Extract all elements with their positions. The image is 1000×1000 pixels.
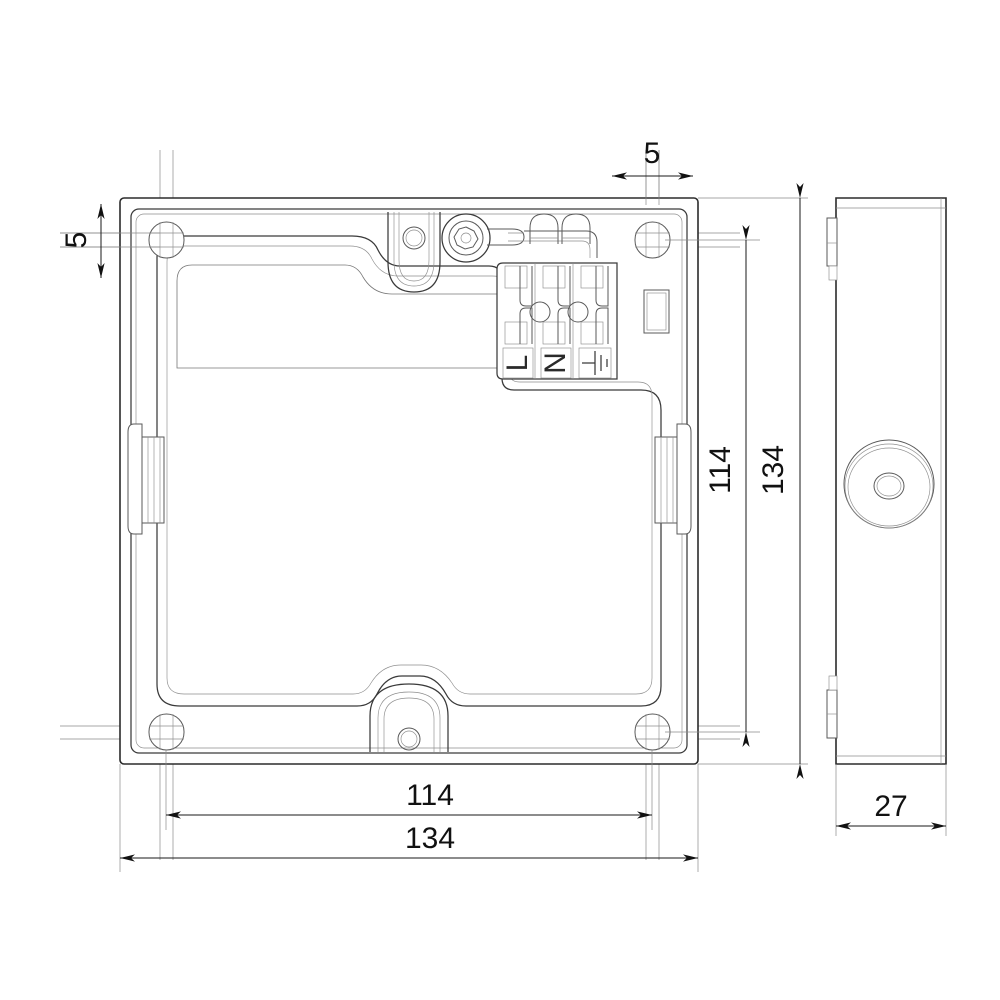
test-point-2 [567, 301, 589, 323]
dimension-label-right-114: 114 [704, 446, 737, 494]
latch-left-body [141, 436, 165, 524]
dimension-label-side-27: 27 [874, 790, 907, 823]
knockout-inner-2 [398, 212, 430, 282]
bottom-boss-inner [377, 691, 441, 752]
dimension-label-bottom-134: 134 [405, 822, 455, 855]
dimension-right-134: 134 [698, 183, 808, 779]
side-latch-right [654, 423, 692, 535]
screw-boss-mid [448, 220, 484, 256]
latch-left-outer [127, 423, 143, 535]
earth-strap-detail [508, 232, 524, 242]
spring-l3 [595, 307, 609, 344]
side-knockout [843, 439, 935, 529]
dimension-bottom-114: 114 [165, 750, 653, 830]
label-plate-l [502, 347, 534, 379]
clamp-l1 [504, 321, 528, 345]
clamp-u3 [580, 265, 604, 289]
slot-inner [646, 292, 667, 331]
spring-l2 [557, 307, 571, 344]
mounting-hole-top-left [148, 221, 185, 259]
corner-mounting-holes [148, 221, 671, 751]
bottom-boss-hole [397, 727, 421, 751]
clamp-l2 [542, 321, 566, 345]
side-latch-lower-tip [828, 675, 838, 691]
earth-strap [487, 228, 525, 246]
knockout-outer [387, 212, 441, 293]
dimension-side-27: 27 [835, 764, 947, 836]
mounting-hole-bottom-left [148, 713, 185, 751]
bottom-boss-outer [369, 683, 449, 752]
pocket-outline-offset [166, 245, 653, 695]
spring-u2 [557, 266, 571, 307]
dimension-label-top-5: 5 [644, 137, 661, 170]
bottom-cable-boss [369, 683, 449, 752]
latch-right-body [654, 436, 678, 524]
hole-tl-outline [148, 221, 185, 259]
terminal-clamps-lower [504, 307, 609, 345]
terminal-label-n: N [539, 352, 572, 374]
dimension-label-bottom-114: 114 [406, 779, 454, 812]
bottom-boss-inner-2 [383, 697, 435, 752]
terminal-block-body [496, 262, 618, 380]
side-latch-lower [826, 675, 838, 739]
label-plate-n [540, 347, 572, 379]
spring-u1 [519, 266, 533, 307]
side-knockout-ring-2 [844, 443, 934, 529]
hole-tr-outline [634, 221, 671, 259]
spring-l1 [519, 307, 533, 344]
clamp-l3 [580, 321, 604, 345]
dimension-label-left-5: 5 [60, 232, 93, 249]
test-point-1 [529, 301, 551, 323]
side-latch-upper-tip [828, 265, 838, 281]
screw-boss-outer [441, 213, 491, 263]
torx-screw-icon [453, 226, 479, 250]
dimension-left-5: 5 [60, 204, 160, 278]
front-view: L N [60, 150, 740, 860]
terminal-label-earth-icon [582, 351, 608, 375]
spring-u3 [595, 266, 609, 307]
rectangular-slot [643, 289, 670, 334]
dimension-right-114: 114 [665, 225, 760, 747]
knockout-hole-inner [405, 229, 423, 247]
terminal-block: L N [496, 262, 618, 380]
bottom-boss-hole-inner [400, 730, 418, 748]
side-knockout-hole [873, 472, 905, 500]
terminal-label-l: L [501, 355, 534, 372]
side-latch-left [127, 423, 165, 535]
side-knockout-hole-inner [876, 475, 902, 497]
side-latch-upper [826, 217, 838, 281]
hole-bl-outline [148, 713, 185, 751]
cable-entry-knockout [387, 212, 441, 293]
cable-hump-left [529, 213, 559, 244]
cable-hump-right [561, 213, 591, 244]
screw-boss-assembly [441, 213, 598, 263]
clamp-u2 [542, 265, 566, 289]
screw-center [460, 232, 472, 244]
label-plate-earth [578, 347, 612, 379]
side-knockout-ring-3 [847, 447, 931, 527]
side-latch-upper-body [826, 217, 838, 267]
knockout-hole-outer [402, 226, 426, 250]
clamp-u1 [504, 265, 528, 289]
wire-run-2 [524, 240, 591, 258]
slot-outer [643, 289, 670, 334]
mounting-hole-top-right [634, 221, 671, 259]
dimension-top-5: 5 [612, 137, 693, 205]
dimension-label-right-134: 134 [757, 445, 790, 495]
side-view: 27 [826, 197, 947, 836]
knockout-inner [393, 212, 435, 287]
dimension-bottom-134: 134 [119, 764, 699, 872]
latch-right-outer [676, 423, 692, 535]
hole-br-outline [634, 713, 671, 751]
terminal-clamps-upper [504, 265, 609, 307]
wire-run [524, 230, 598, 258]
mounting-hole-bottom-right [634, 713, 671, 751]
